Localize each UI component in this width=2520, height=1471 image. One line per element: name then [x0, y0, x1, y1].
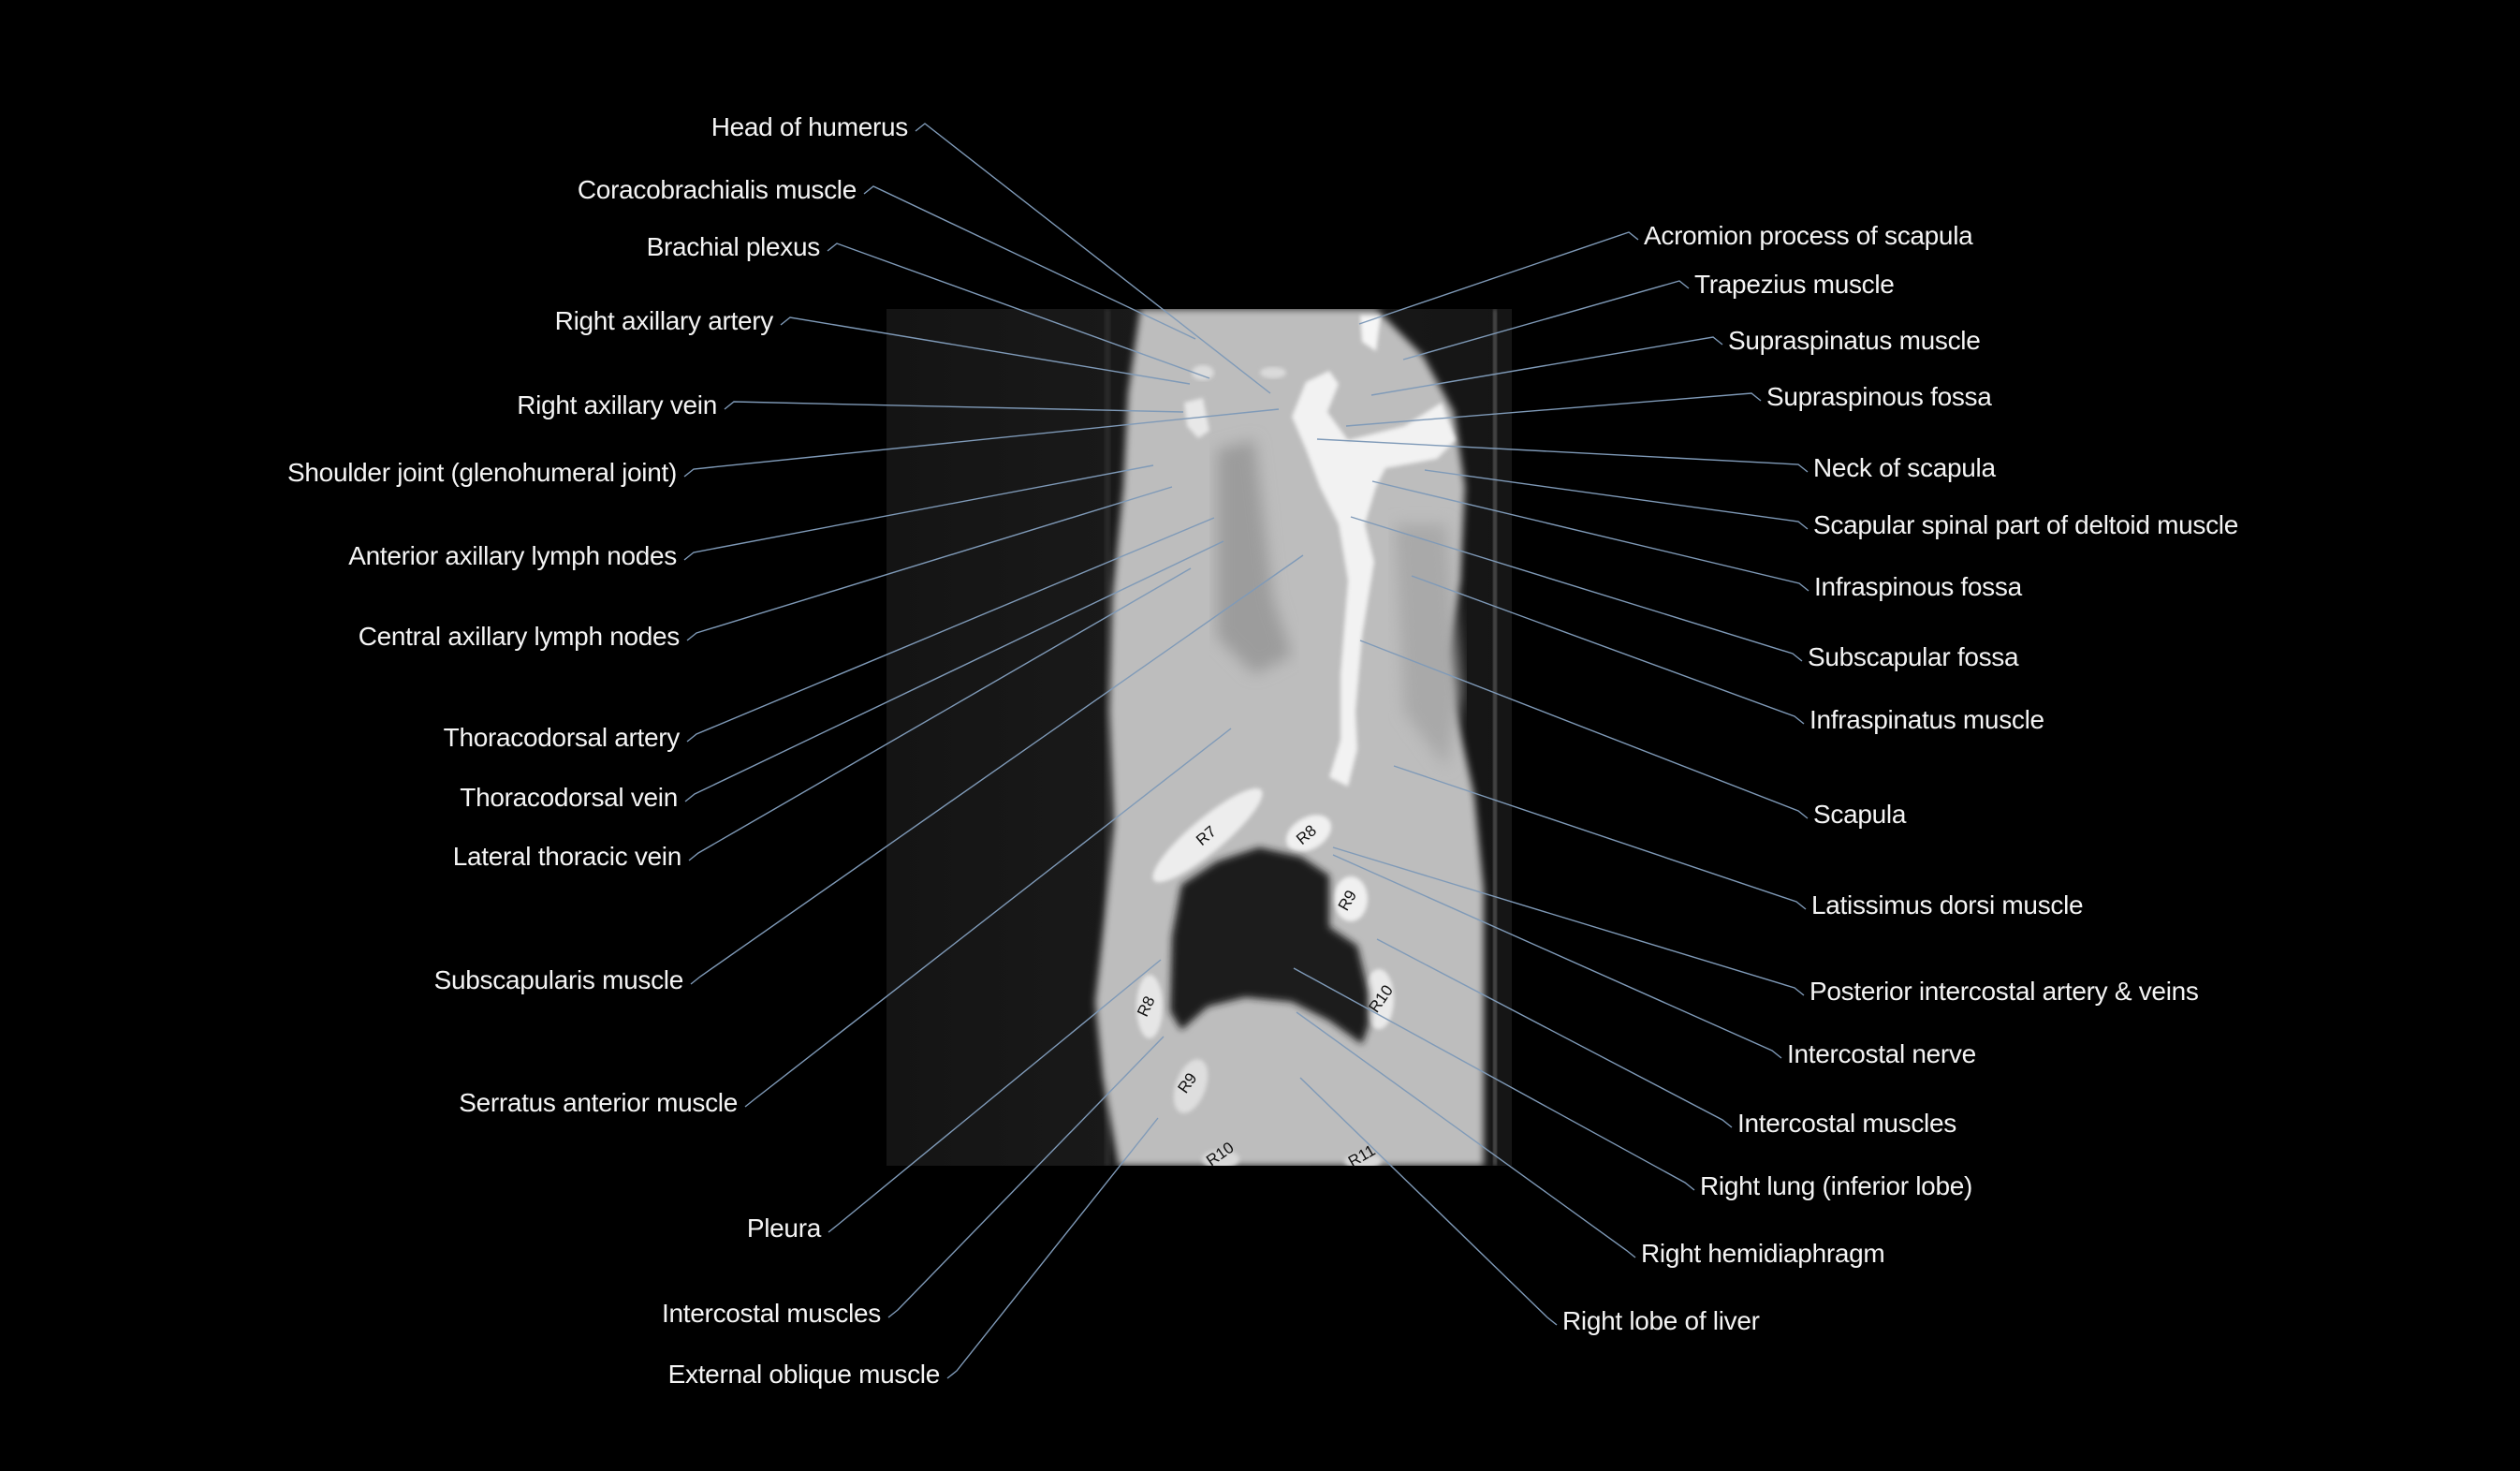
leader-line [827, 243, 1210, 379]
leader-line [686, 486, 1173, 641]
leader-line [684, 540, 1224, 802]
leader-line [688, 567, 1192, 861]
scapula-bone [1292, 371, 1456, 787]
leader-line [1296, 1011, 1636, 1258]
label-coracobrachialis-muscle: Coracobrachialis muscle [577, 175, 857, 204]
right-lung [1170, 847, 1369, 1044]
rib-r8-posterior [1285, 815, 1332, 852]
leader-line [690, 554, 1304, 985]
label-central-axillary-lymph-nodes: Central axillary lymph nodes [358, 622, 681, 651]
leader-line [1316, 438, 1809, 473]
label-thoracodorsal-vein: Thoracodorsal vein [460, 783, 678, 812]
leader-line [1376, 938, 1733, 1128]
label-head-of-humerus: Head of humerus [711, 112, 909, 141]
label-intercostal-nerve: Intercostal nerve [1787, 1039, 1976, 1068]
leader-line [915, 123, 1271, 394]
leader-line [683, 408, 1280, 478]
label-supraspinous-fossa: Supraspinous fossa [1766, 382, 1992, 411]
rib-r8-anterior [1136, 975, 1163, 1038]
label-right-axillary-vein: Right axillary vein [517, 390, 717, 419]
label-supraspinatus-muscle: Supraspinatus muscle [1728, 326, 1981, 355]
label-right-hemidiaphragm: Right hemidiaphragm [1641, 1239, 1885, 1268]
label-infraspinous-fossa: Infraspinous fossa [1814, 572, 2022, 601]
label-scapular-spinal-part-of-deltoid-muscle: Scapular spinal part of deltoid muscle [1813, 510, 2238, 539]
leader-line [744, 728, 1232, 1108]
leader-line [1424, 469, 1809, 530]
leader-line [828, 959, 1162, 1233]
leader-line [1411, 575, 1805, 725]
leader-line [1402, 280, 1690, 360]
label-anterior-axillary-lymph-nodes: Anterior axillary lymph nodes [348, 541, 677, 570]
label-right-lung-inferior-lobe: Right lung (inferior lobe) [1700, 1171, 1973, 1200]
leader-line [1358, 231, 1639, 325]
label-scapula: Scapula [1813, 800, 1907, 829]
leader-line [1299, 1077, 1558, 1326]
leader-line [887, 1036, 1165, 1318]
leader-line [724, 401, 1184, 413]
rib-r10-posterior [1364, 969, 1394, 1029]
label-acromion-process-of-scapula: Acromion process of scapula [1644, 221, 1973, 250]
leader-line [683, 464, 1154, 561]
leader-line [1332, 854, 1782, 1059]
leader-line [1359, 640, 1809, 819]
leader-line [946, 1117, 1159, 1379]
label-shoulder-joint-glenohumeral-joint: Shoulder joint (glenohumeral joint) [287, 458, 677, 487]
label-infraspinatus-muscle: Infraspinatus muscle [1809, 705, 2044, 734]
leader-line [1370, 336, 1723, 396]
rib-r9-posterior [1334, 876, 1368, 921]
label-trapezius-muscle: Trapezius muscle [1694, 270, 1895, 299]
label-external-oblique-muscle: External oblique muscle [667, 1360, 941, 1389]
label-intercostal-muscles: Intercostal muscles [1737, 1109, 1956, 1138]
leader-line [863, 185, 1196, 340]
leader-line [1332, 846, 1805, 996]
label-subscapular-fossa: Subscapular fossa [1808, 642, 2019, 671]
label-brachial-plexus: Brachial plexus [646, 232, 821, 261]
label-right-lobe-of-liver: Right lobe of liver [1562, 1306, 1760, 1335]
leader-line [780, 316, 1191, 385]
label-lateral-thoracic-vein: Lateral thoracic vein [452, 842, 682, 871]
label-posterior-intercostal-artery-veins: Posterior intercostal artery & veins [1809, 977, 2199, 1006]
label-latissimus-dorsi-muscle: Latissimus dorsi muscle [1811, 890, 2084, 919]
leader-line [1393, 765, 1807, 910]
leader-line [1293, 967, 1695, 1191]
leader-line [1345, 392, 1762, 427]
leader-line [1371, 480, 1809, 592]
label-serratus-anterior-muscle: Serratus anterior muscle [459, 1088, 738, 1117]
label-right-axillary-artery: Right axillary artery [554, 306, 774, 335]
leader-lines [683, 123, 1809, 1379]
label-intercostal-muscles: Intercostal muscles [662, 1299, 881, 1328]
rib-r7 [1152, 787, 1263, 883]
label-thoracodorsal-artery: Thoracodorsal artery [443, 723, 681, 752]
label-neck-of-scapula: Neck of scapula [1813, 453, 1996, 482]
leader-line [686, 517, 1215, 743]
label-subscapularis-muscle: Subscapularis muscle [433, 965, 684, 994]
label-pleura: Pleura [746, 1214, 821, 1243]
leader-line [1350, 516, 1803, 662]
rib-r9-anterior [1173, 1059, 1209, 1113]
